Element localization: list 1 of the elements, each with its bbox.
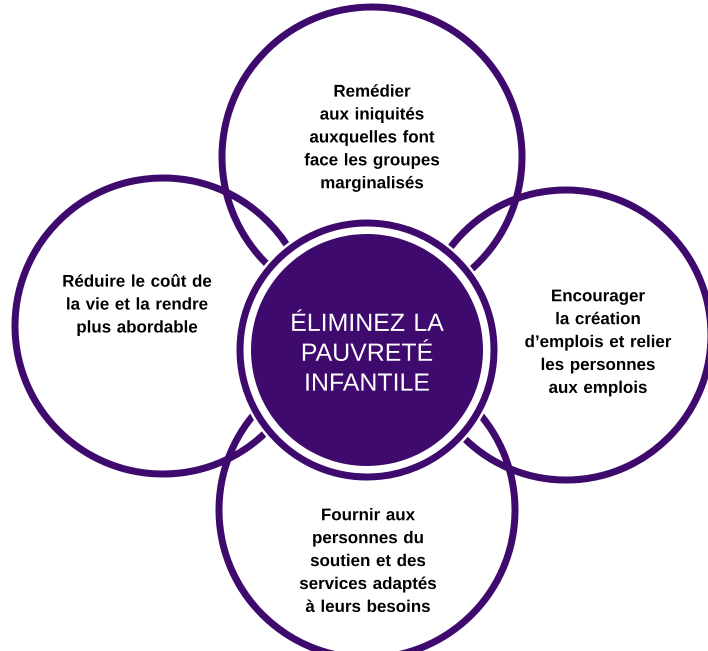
node-label: ÉLIMINEZ LA PAUVRETÉ INFANTILE — [292, 309, 444, 391]
